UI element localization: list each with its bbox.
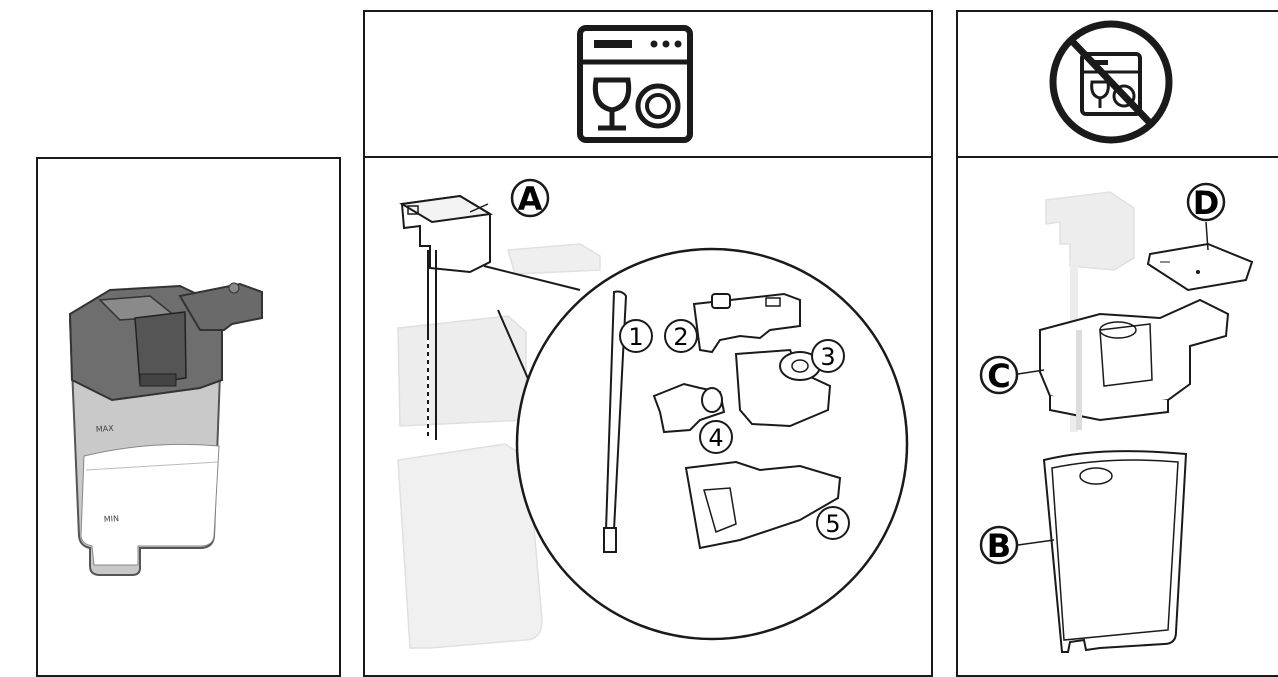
part-number-2: 2 <box>673 323 688 351</box>
part-c-letter: C <box>987 357 1010 395</box>
part-c-lid-base <box>1040 300 1228 430</box>
part-number-1: 1 <box>628 323 643 351</box>
part-b-letter: B <box>987 527 1011 565</box>
part-a-letter: A <box>518 180 543 218</box>
no-dishwasher-icon <box>1053 24 1169 140</box>
part-b-leader <box>1018 540 1054 545</box>
part-number-3: 3 <box>820 343 835 371</box>
part-d-lid-plate <box>1148 244 1252 290</box>
max-mark: MAX <box>96 424 115 434</box>
dishwasher-icon <box>580 28 690 140</box>
part-b-container <box>1044 451 1186 652</box>
part-number-5: 5 <box>825 510 840 538</box>
part-d-letter: D <box>1193 184 1220 222</box>
part-number-4: 4 <box>708 424 723 452</box>
min-mark: MIN <box>104 514 120 524</box>
